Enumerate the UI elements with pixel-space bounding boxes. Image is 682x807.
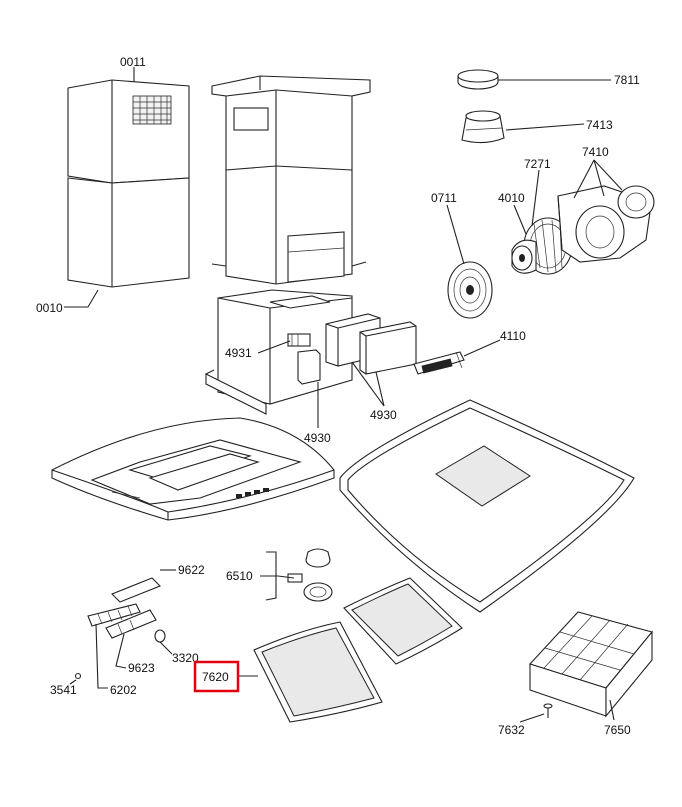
part-4931-switch[interactable] xyxy=(287,333,311,347)
label-0011[interactable]: 0011 xyxy=(120,55,146,69)
part-7811-cap[interactable] xyxy=(457,69,499,90)
part-7620-grease-filter[interactable] xyxy=(253,577,463,723)
label-6202[interactable]: 6202 xyxy=(110,683,137,697)
control-buttons xyxy=(236,488,269,498)
label-4930-right[interactable]: 4930 xyxy=(370,408,397,422)
part-7413-collar[interactable] xyxy=(461,110,505,144)
label-7410[interactable]: 7410 xyxy=(582,145,609,159)
label-4931[interactable]: 4931 xyxy=(225,346,252,360)
label-6510[interactable]: 6510 xyxy=(226,569,253,583)
part-0711-impeller-plate[interactable] xyxy=(447,261,493,319)
label-9623[interactable]: 9623 xyxy=(128,661,155,675)
label-7620[interactable]: 7620 xyxy=(202,670,229,684)
label-7811[interactable]: 7811 xyxy=(614,73,640,87)
label-7632[interactable]: 7632 xyxy=(498,723,525,737)
label-7413[interactable]: 7413 xyxy=(586,118,613,132)
part-7650-carbon-filter[interactable] xyxy=(529,611,653,718)
part-gasket-frame[interactable] xyxy=(339,399,635,613)
label-9622[interactable]: 9622 xyxy=(178,563,205,577)
label-3541[interactable]: 3541 xyxy=(50,683,77,697)
part-3320-spring[interactable] xyxy=(154,629,166,643)
part-3541-screw[interactable] xyxy=(74,672,82,680)
vent-grille xyxy=(132,95,172,125)
part-9623-board[interactable] xyxy=(105,609,157,639)
hood-canopy xyxy=(51,417,335,521)
label-0010[interactable]: 0010 xyxy=(36,301,63,315)
part-7632-screw[interactable] xyxy=(543,703,553,718)
part-7410-blower-housing[interactable] xyxy=(557,185,655,263)
part-0010-lower-cover[interactable] xyxy=(67,177,190,288)
label-3320[interactable]: 3320 xyxy=(172,651,199,665)
highlight-box-7620 xyxy=(193,660,240,693)
chimney-frame xyxy=(211,75,371,285)
leader-lines xyxy=(64,67,623,723)
part-6202-terminal[interactable] xyxy=(87,603,141,627)
part-0011-upper-cover[interactable] xyxy=(67,79,190,184)
label-7271[interactable]: 7271 xyxy=(524,157,551,171)
label-4930-left[interactable]: 4930 xyxy=(304,431,331,445)
label-4010[interactable]: 4010 xyxy=(498,191,525,205)
part-4010-motor[interactable] xyxy=(511,217,573,275)
label-4110[interactable]: 4110 xyxy=(500,329,526,343)
part-9622-cover[interactable] xyxy=(111,577,161,603)
label-0711[interactable]: 0711 xyxy=(431,191,457,205)
part-labels: 0011 0010 7811 7413 7271 7410 0711 4010 … xyxy=(36,55,640,737)
label-7650[interactable]: 7650 xyxy=(604,723,631,737)
part-4930-electronics[interactable] xyxy=(297,313,417,385)
part-6510-lamp-set[interactable] xyxy=(287,548,333,602)
part-4110-connector[interactable] xyxy=(413,351,465,375)
